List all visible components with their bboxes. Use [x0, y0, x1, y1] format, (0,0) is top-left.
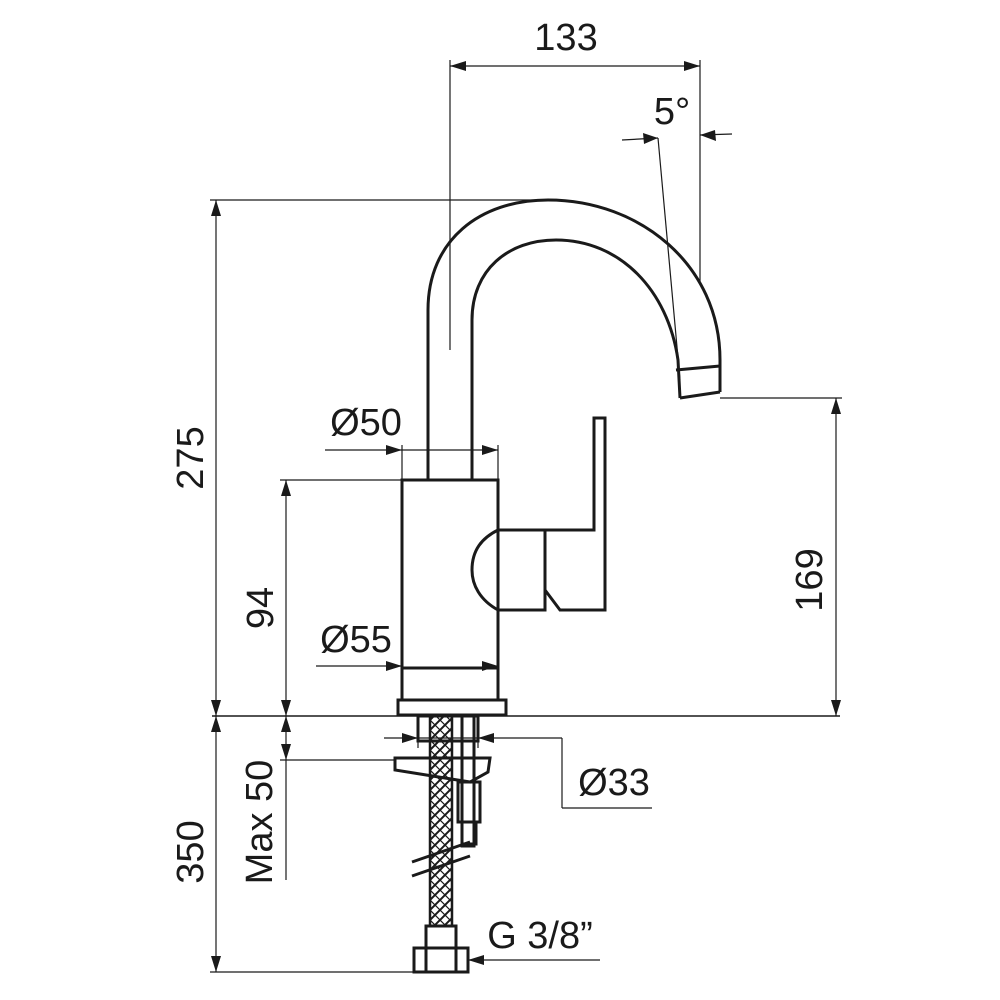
dim-shank-diameter-label: Ø33 — [578, 762, 650, 804]
faucet-outline — [396, 198, 722, 717]
dim-body-height: 94 — [240, 479, 402, 716]
dim-max-thickness-label: Max 50 — [239, 760, 281, 885]
base-ring — [400, 666, 500, 702]
dim-max-thickness: Max 50 — [239, 716, 395, 884]
dim-total-height-label: 275 — [170, 426, 212, 489]
spout-outlet — [675, 364, 721, 400]
dim-connection-thread: G 3/8” — [468, 915, 600, 965]
dim-spout-height-label: 169 — [789, 548, 831, 611]
hose-break — [411, 840, 471, 878]
dim-hose-length-label: 350 — [170, 820, 212, 883]
dim-spout-angle: 5° — [621, 91, 733, 381]
dim-total-height: 275 — [170, 199, 548, 716]
lever-knob — [470, 528, 547, 612]
hose-connector-nut — [412, 946, 470, 974]
lever-blade — [543, 416, 607, 612]
dim-spout-reach-label: 133 — [534, 17, 597, 59]
dim-body-diameter-base-label: Ø55 — [320, 619, 392, 661]
neck-ring — [426, 452, 474, 482]
dim-spout-height: 169 — [720, 397, 842, 716]
fixing-washer — [393, 756, 492, 784]
spout-inner — [470, 238, 682, 452]
body-cylinder — [400, 478, 500, 670]
fixing-nut-end — [460, 820, 478, 846]
dim-hose-length: 350 — [170, 716, 414, 973]
dim-spout-angle-label: 5° — [654, 91, 690, 133]
dim-body-height-label: 94 — [240, 587, 282, 629]
dim-connection-thread-label: G 3/8” — [487, 915, 593, 957]
braided-hose — [428, 714, 454, 928]
dim-body-diameter-top: Ø50 — [325, 402, 499, 480]
mounting-hardware — [393, 714, 492, 974]
dim-shank-diameter: Ø33 — [384, 728, 652, 809]
dim-spout-reach: 133 — [449, 17, 701, 350]
dim-body-diameter-base: Ø55 — [316, 619, 498, 671]
base-plate — [396, 698, 508, 717]
dim-body-diameter-top-label: Ø50 — [330, 402, 402, 444]
spout-outer — [426, 198, 722, 452]
hose-ferrule — [424, 924, 458, 950]
